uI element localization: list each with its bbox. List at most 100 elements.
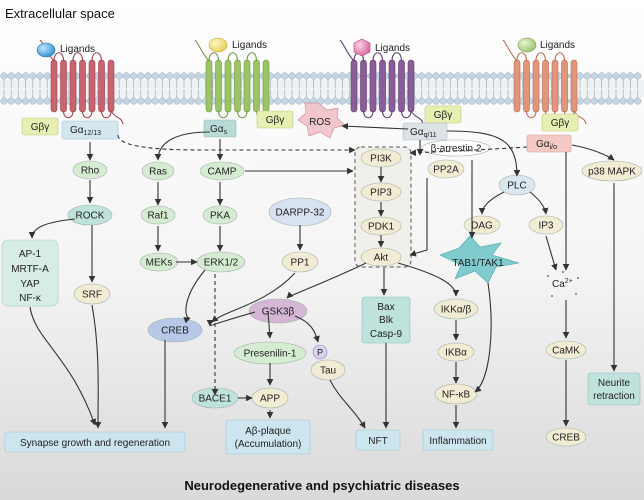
ligand-label: Ligands xyxy=(60,44,95,55)
arrow-akt-ikk xyxy=(397,262,460,297)
bax-label: Bax xyxy=(377,302,394,313)
inflammation-box: Inflammation xyxy=(422,429,494,451)
node-creb-left: CREB xyxy=(147,317,203,343)
receptor-green xyxy=(194,39,279,125)
ligand-4: Ligands xyxy=(517,37,575,53)
node-pdk1-label: PDK1 xyxy=(368,222,395,233)
receptor-red xyxy=(39,39,124,125)
tf-nfk: NF-κ xyxy=(19,293,42,304)
gbg-label: Gβγ xyxy=(551,118,570,129)
node-pp2a: PP2A xyxy=(427,159,465,179)
ligand-label: Ligands xyxy=(375,43,410,54)
ga-io: Gαi/o xyxy=(526,134,572,153)
node-presenilin-label: Presenilin-1 xyxy=(244,349,297,360)
accumulation-label: (Accumulation) xyxy=(235,439,302,450)
node-barrestin-label: β-arrestin 2 xyxy=(431,144,482,155)
node-p38-label: p38 MAPK xyxy=(588,167,636,178)
node-ca-label: Ca2+ xyxy=(552,278,573,290)
nft-label: NFT xyxy=(368,436,387,447)
receptor-orange xyxy=(502,39,587,125)
node-pka: PKA xyxy=(202,205,238,225)
node-tau: Tau xyxy=(310,359,346,381)
ga-12-13: Gα12/13 xyxy=(61,120,119,140)
node-ca: Ca2+ xyxy=(547,271,579,297)
ga-q11: Gαq/11 xyxy=(402,122,448,141)
ligand-label: Ligands xyxy=(540,40,575,51)
arrow-srf-synapse xyxy=(91,304,102,429)
node-ras: Ras xyxy=(141,161,175,181)
gbg-label: Gβγ xyxy=(266,115,285,126)
arrow-gaio-p38 xyxy=(571,144,615,161)
gbg-3: Gβγ xyxy=(424,105,462,124)
node-ip3-label: IP3 xyxy=(538,221,553,232)
node-rho-label: Rho xyxy=(81,166,100,177)
tf-mrtfa: MRTF-A xyxy=(11,264,49,275)
gbg-4: Gβγ xyxy=(541,113,579,132)
gbg-label: Gβγ xyxy=(434,110,453,121)
node-darpp-label: DARPP-32 xyxy=(276,208,325,219)
node-ikk-label: IKKα/β xyxy=(441,305,472,316)
arrow-pp2a-akt xyxy=(409,178,428,257)
ligand-1: Ligands xyxy=(36,42,95,58)
ros-label: ROS xyxy=(309,117,331,128)
node-pi3k: PI3K xyxy=(360,148,402,168)
node-bace1: BACE1 xyxy=(191,387,239,409)
node-rock-label: ROCK xyxy=(76,211,105,222)
node-camk: CaMK xyxy=(545,340,587,360)
node-app: APP xyxy=(251,387,289,409)
ligand-3: Ligands xyxy=(353,38,410,57)
node-meks-label: MEKs xyxy=(146,258,173,269)
node-ikb: IKBα xyxy=(437,342,475,362)
abeta-label: Aβ-plaque xyxy=(245,426,291,437)
node-dag-label: DAG xyxy=(471,221,493,232)
arrow-ga1213-pi3k xyxy=(117,134,356,154)
node-camp: CAMP xyxy=(199,161,245,181)
ligand-sphere-icon xyxy=(208,37,228,53)
ligand-sphere-icon xyxy=(517,37,537,53)
arrow-gaq-plc xyxy=(446,130,521,177)
node-tau-label: Tau xyxy=(320,366,336,377)
node-rock: ROCK xyxy=(67,204,113,226)
node-erk-label: ERK1/2 xyxy=(204,258,239,269)
abeta-box: Aβ-plaque (Accumulation) xyxy=(225,419,311,455)
disease-title: Neurodegenerative and psychiatric diseas… xyxy=(184,478,459,493)
node-pip3-label: PIP3 xyxy=(370,188,392,199)
node-pp1-label: PP1 xyxy=(291,258,310,269)
tf-ap1: AP-1 xyxy=(19,249,42,260)
arrow-plc-dag xyxy=(478,191,505,215)
ga-s: Gαs xyxy=(203,119,237,138)
node-pip3: PIP3 xyxy=(360,182,402,202)
node-ip3: IP3 xyxy=(528,215,564,235)
node-ikb-label: IKBα xyxy=(445,348,467,359)
tf-list-box: AP-1 MRTF-A YAP NF-κ xyxy=(1,239,59,307)
synapse-label: Synapse growth and regeneration xyxy=(20,438,170,449)
arrow-gsk-presenilin xyxy=(266,310,273,339)
node-nfkb-label: NF-κB xyxy=(442,390,471,401)
node-akt: Akt xyxy=(360,247,402,267)
node-akt-label: Akt xyxy=(374,253,389,264)
node-camp-label: CAMP xyxy=(208,167,237,178)
arrow-gaq-ros xyxy=(341,122,409,130)
arrow-gsk-creb xyxy=(206,311,256,327)
ga-label: Gαs xyxy=(210,124,228,136)
arrow-tab-nfkb xyxy=(474,282,492,393)
retraction-label: retraction xyxy=(593,391,635,402)
bax-box: Bax Blk Casp-9 xyxy=(361,296,411,344)
node-gsk-label: GSK3β xyxy=(262,307,295,318)
node-darpp: DARPP-32 xyxy=(268,197,332,227)
receptor-purple xyxy=(339,39,424,125)
node-dag: DAG xyxy=(463,215,501,235)
node-rho: Rho xyxy=(72,160,108,180)
synapse-box: Synapse growth and regeneration xyxy=(4,431,186,453)
casp9-label: Casp-9 xyxy=(370,329,403,340)
ligand-hexagon-icon xyxy=(353,38,371,57)
node-srf-label: SRF xyxy=(82,290,102,301)
pathway-nodes: RhoROCKSRFRasRaf1MEKsCAMPPKAERK1/2DARPP-… xyxy=(67,139,643,447)
arrow-pp1-creb xyxy=(211,272,296,323)
node-plc: PLC xyxy=(498,174,536,196)
arrow-ip3-ca xyxy=(545,235,558,271)
gbg-1: Gβγ xyxy=(21,117,59,136)
node-pp1: PP1 xyxy=(281,251,319,273)
